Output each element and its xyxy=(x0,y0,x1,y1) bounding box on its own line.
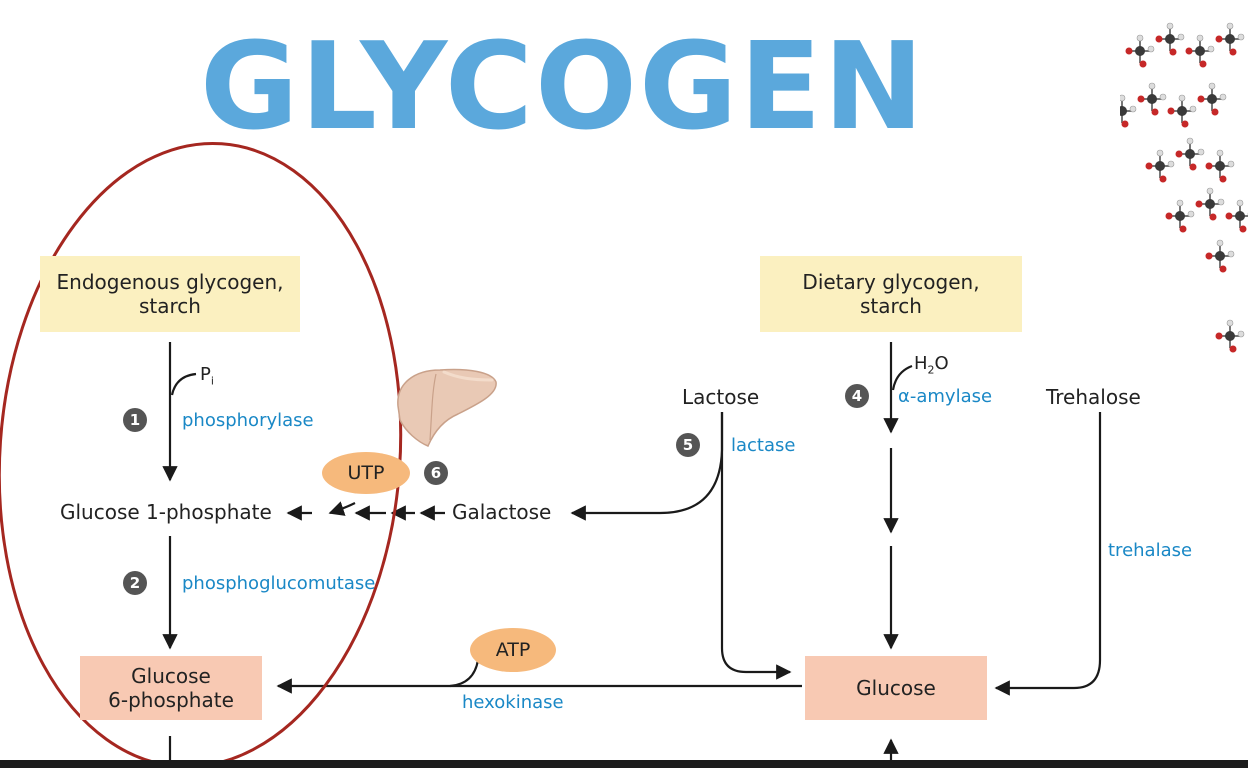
glucose-6-phosphate-box: Glucose 6-phosphate xyxy=(80,656,262,720)
water-o: O xyxy=(934,353,949,374)
bottom-bar xyxy=(0,760,1248,768)
trehalase-label: trehalase xyxy=(1108,540,1193,561)
trehalose-label: Trehalose xyxy=(1046,385,1141,409)
step-badge-4: 4 xyxy=(845,384,869,408)
phosphoglucomutase-label: phosphoglucomutase xyxy=(182,573,376,594)
endogenous-glycogen-box: Endogenous glycogen, starch xyxy=(40,256,300,332)
step-badge-1: 1 xyxy=(123,408,147,432)
page-title: GLYCOGEN xyxy=(200,18,926,157)
amylase-label: α-amylase xyxy=(898,386,993,407)
pi-main: P xyxy=(200,364,211,385)
dietary-glycogen-box: Dietary glycogen, starch xyxy=(760,256,1022,332)
glucose-1-phosphate-label: Glucose 1-phosphate xyxy=(60,500,272,524)
step-badge-2: 2 xyxy=(123,571,147,595)
glucose-box: Glucose xyxy=(805,656,987,720)
pi-subscript: i xyxy=(210,374,214,388)
lactose-label: Lactose xyxy=(682,385,760,409)
phosphorylase-label: phosphorylase xyxy=(182,410,314,431)
water-label: H2O xyxy=(914,353,949,377)
lactase-label: lactase xyxy=(731,435,796,456)
utp-pill: UTP xyxy=(322,452,410,494)
pi-label: Pi xyxy=(200,364,214,388)
hexokinase-label: hexokinase xyxy=(462,692,564,713)
atp-pill: ATP xyxy=(470,628,556,672)
step-badge-5: 5 xyxy=(676,433,700,457)
galactose-label: Galactose xyxy=(452,500,552,524)
glycogen-molecule-icon xyxy=(1120,22,1248,353)
liver-icon xyxy=(397,368,497,447)
step-badge-6: 6 xyxy=(424,461,448,485)
water-subscript: 2 xyxy=(927,363,935,377)
water-h: H xyxy=(914,353,928,374)
